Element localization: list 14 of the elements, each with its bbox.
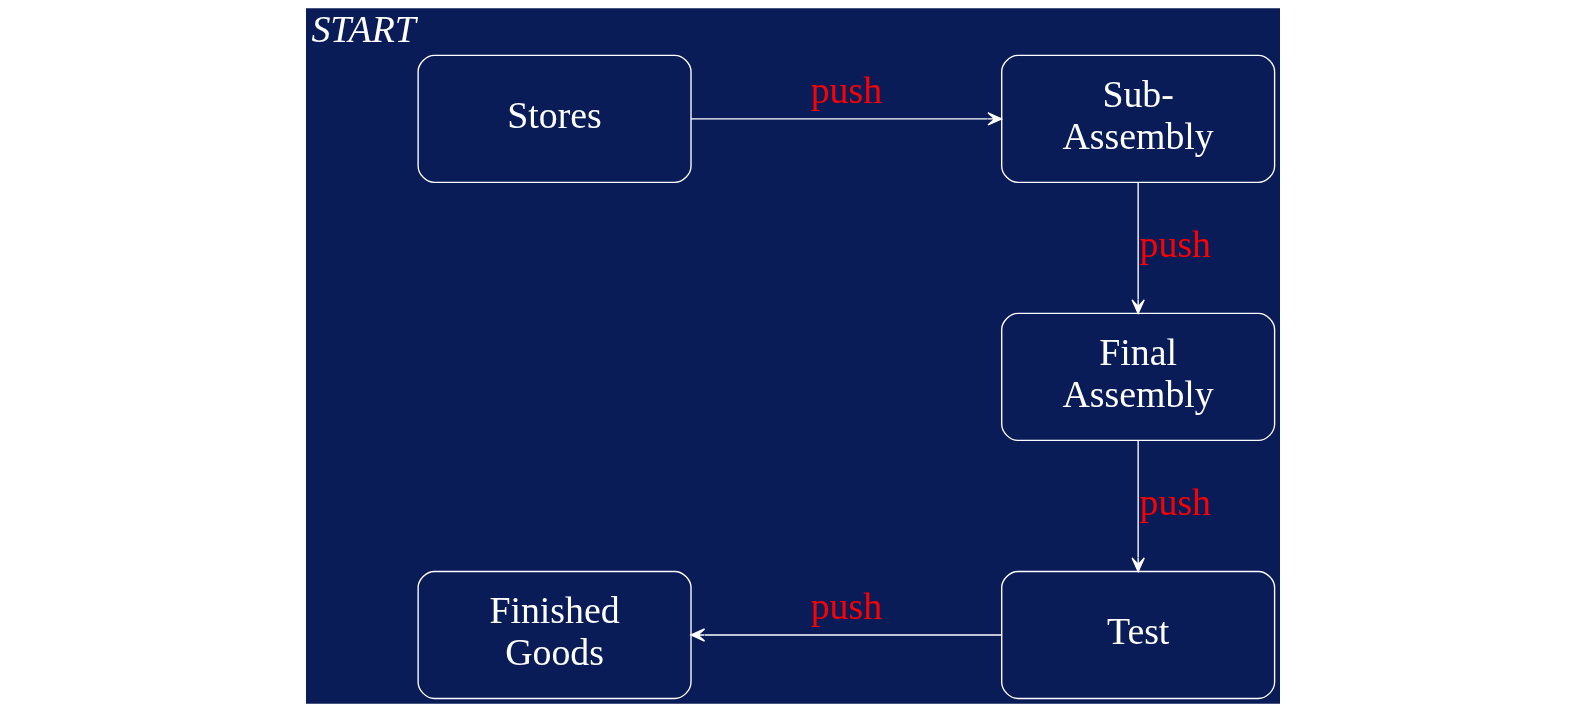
node-box: Final Assembly [1001,312,1276,442]
edge-label: push [810,585,883,628]
arrow [690,628,1003,642]
arrow [1131,440,1145,573]
edge-label: push [1139,223,1212,266]
edge-label: push [810,69,883,112]
edge-label: push [1139,481,1212,524]
node-box: Finished Goods [417,570,692,700]
arrow [690,112,1003,126]
node-box: Stores [417,54,692,184]
node-box: Test [1001,570,1276,700]
arrow [1131,182,1145,314]
node-box: Sub- Assembly [1001,54,1276,184]
node-label: START [311,8,416,51]
